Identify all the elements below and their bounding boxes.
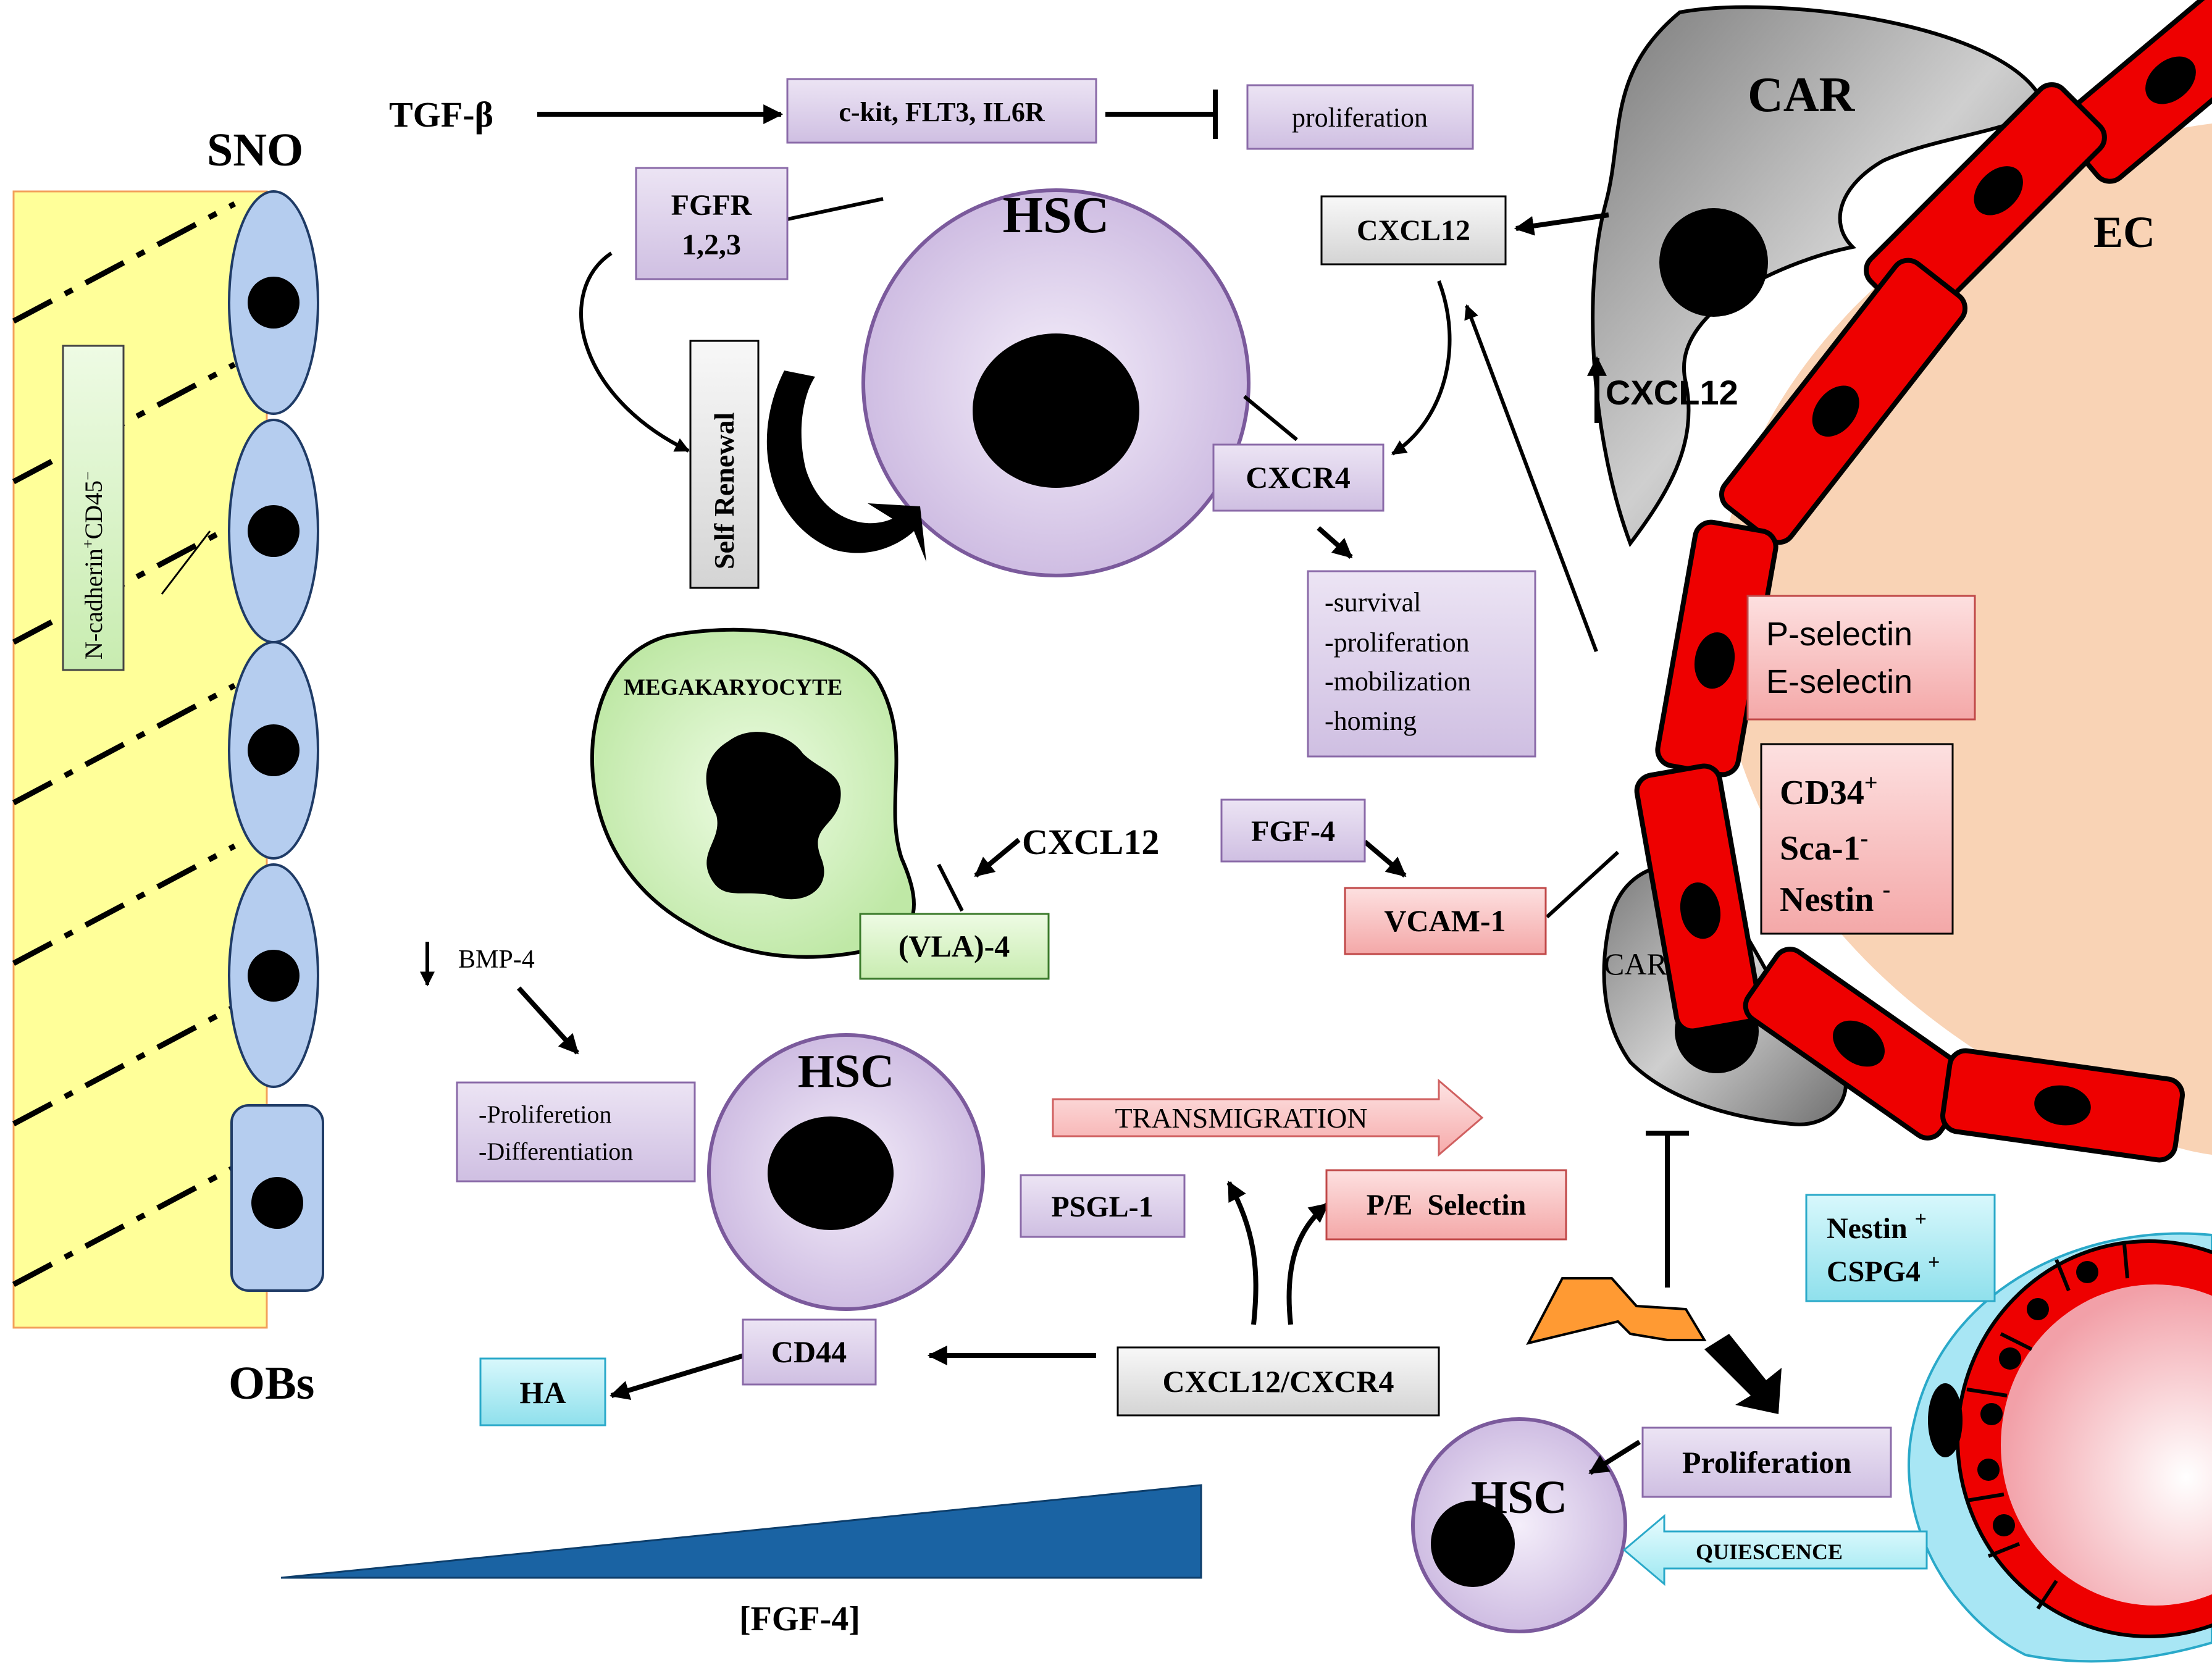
effect-survival: -survival [1325,587,1421,618]
quiescence-label: QUIESCENCE [1696,1539,1843,1564]
car-top-label: CAR [1748,68,1856,122]
marker-cd34: CD34+ [1780,770,1878,812]
fgf4-box: FGF-4 [1220,798,1366,863]
bone-hatching [12,201,237,1287]
cd44-box: CD44 [742,1318,877,1386]
pe-selectin-box: P/E Selectin [1325,1169,1567,1241]
vla4-box: (VLA)-4 [859,913,1050,980]
fgf4-gradient-wedge [280,1484,1202,1579]
hsc-bottom-nucleus [1431,1501,1515,1587]
hsc-main-label: HSC [1003,186,1110,244]
connectors [420,90,1689,1475]
psgl1-box: PSGL-1 [1020,1174,1186,1238]
fgfr-line2: 1,2,3 [682,228,741,261]
markers-box: CD34+ Sca-1- Nestin - [1760,743,1954,935]
fgfr-line1: FGFR [671,189,753,222]
psgl1-text: PSGL-1 [1051,1191,1153,1223]
cxcl12-up-annotation: CXCL12 [1587,356,1738,423]
effects-box: -survival -proliferation -mobilization -… [1307,570,1536,758]
endosteal-niche: N-cadherin+CD45− SNO OBs [12,124,324,1409]
quiescence-arrow: QUIESCENCE [1622,1514,1928,1586]
transmigration-arrow: TRANSMIGRATION [1052,1078,1484,1157]
ncadherin-label-box: N-cadherin+CD45− [62,345,125,671]
prolif-diff-box: -Proliferetion -Differentiation [456,1081,696,1183]
hsc-main-nucleus [973,333,1139,488]
self-renewal-text: Self Renewal [708,413,740,569]
e-selectin-text: E-selectin [1766,663,1912,700]
cd44-text: CD44 [771,1334,847,1369]
p-selectin-text: P-selectin [1766,616,1912,653]
obs-label: OBs [228,1357,314,1409]
vcam1-text: VCAM-1 [1384,903,1506,938]
pericyte-nucleus [1928,1383,1963,1457]
cspg4-text: CSPG4 + [1827,1251,1940,1288]
diff-text: -Differentiation [479,1137,633,1165]
proliferation-top-box: proliferation [1246,84,1474,150]
vla4-text: (VLA)-4 [899,929,1010,963]
proliferation-bottom-text: Proliferation [1682,1445,1851,1480]
selectins-box: P-selectin E-selectin [1746,595,1976,721]
vcam1-box: VCAM-1 [1344,887,1547,955]
ncadherin-pointer [161,530,211,595]
arteriole [1908,1232,2212,1663]
proliferation-top-text: proliferation [1292,103,1428,133]
osteoblast-cells [228,190,324,1292]
marker-sca1: Sca-1- [1780,826,1868,868]
sinusoid-vessel: CAR EC CAR CXCL12 [1587,0,2212,1163]
cxcl12-top-box: CXCL12 [1320,195,1507,266]
hsc-bottom: HSC [1411,1417,1627,1633]
thick-arrow [1704,1334,1782,1414]
arteriole-cell-junctions [1966,1244,2129,1610]
arteriole-lumen [2001,1284,2212,1606]
proliferation-bottom-box: Proliferation [1641,1426,1892,1498]
ncadherin-label: N-cadherin+CD45− [79,471,107,660]
cxcl12-cxcr4-text: CXCL12/CXCR4 [1163,1364,1394,1399]
ckit-box: c-kit, FLT3, IL6R [786,78,1097,144]
cxcl12-top-text: CXCL12 [1357,214,1470,247]
megakaryocyte-label: MEGAKARYOCYTE [624,675,842,700]
fgfr-box: FGFR 1,2,3 [635,167,789,280]
lightning-icon [1526,1277,1707,1345]
hsc-middle-nucleus [768,1116,894,1230]
effect-mobilization: -mobilization [1325,666,1471,697]
cxcl12-mk-label: CXCL12 [1022,822,1159,862]
car-bottom-label: CAR [1604,947,1667,981]
endothelial-cells [1634,0,2212,1163]
cxcr4-box: CXCR4 [1212,443,1385,512]
hsc-middle-label: HSC [798,1045,894,1097]
ec-label: EC [2093,207,2155,257]
car-nucleus [1659,208,1768,317]
fgf4-gradient-label: [FGF-4] [739,1600,860,1638]
nestin-text: Nestin + [1827,1208,1927,1245]
fgf4-text: FGF-4 [1251,815,1335,848]
prolif-text: -Proliferetion [479,1100,612,1128]
self-renewal-arrow [766,371,926,562]
tgf-beta-label: TGF-β [389,94,493,135]
cxcr4-text: CXCR4 [1246,460,1350,495]
megakaryocyte-nucleus [706,732,841,900]
cxcl12-car-label: CXCL12 [1606,373,1738,412]
megakaryocyte: MEGAKARYOCYTE [590,627,916,959]
arteriole-cell-nuclei [1977,1261,2098,1536]
pe-selectin-text: P/E Selectin [1367,1189,1527,1221]
hsc-middle: HSC [707,1033,985,1311]
transmigration-label: TRANSMIGRATION [1115,1102,1368,1134]
cxcl12-cxcr4-box: CXCL12/CXCR4 [1116,1346,1440,1417]
effect-proliferation: -proliferation [1325,627,1470,658]
nestin-cspg4-box: Nestin + CSPG4 + [1805,1194,1996,1302]
hsc-bottom-label: HSC [1471,1472,1567,1523]
bmp4-label: BMP-4 [458,945,535,974]
bone-surface [12,190,268,1329]
ckit-text: c-kit, FLT3, IL6R [839,97,1045,127]
hsc-main: HSC [861,186,1251,577]
ha-text: HA [520,1375,566,1410]
effect-homing: -homing [1325,706,1417,736]
self-renewal-box: Self Renewal [689,340,760,589]
ha-box: HA [479,1357,606,1426]
marker-nestin: Nestin - [1780,877,1890,919]
sno-label: SNO [207,124,303,176]
